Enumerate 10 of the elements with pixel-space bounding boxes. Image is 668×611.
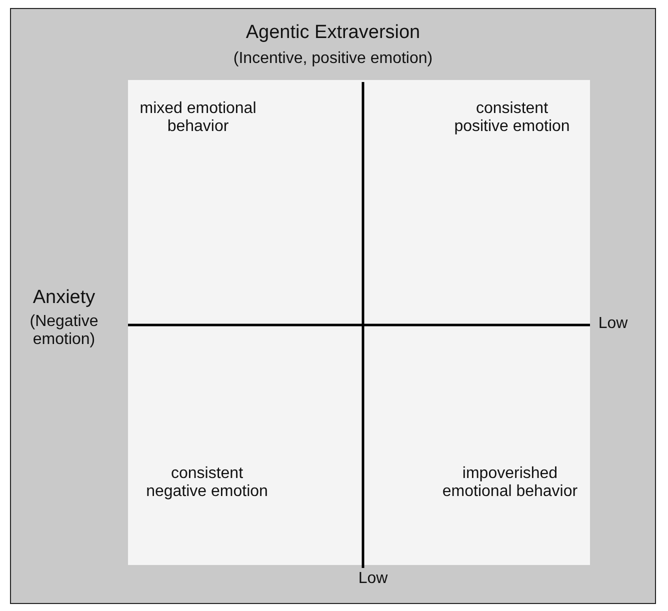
axis-subtitle: (Negative emotion): [28, 313, 100, 350]
axis-end-label: Low: [597, 315, 629, 334]
quadrant-label: consistent positive emotion: [453, 100, 571, 137]
quadrant-label: mixed emotional behavior: [138, 100, 258, 137]
quadrant-label: impoverished emotional behavior: [441, 465, 579, 502]
axis-subtitle: (Incentive, positive emotion): [232, 50, 434, 68]
axis-title: Anxiety: [32, 287, 96, 309]
axis-end-label: Low: [357, 570, 389, 588]
axis-title: Agentic Extraversion: [244, 22, 422, 44]
quadrant-label: consistent negative emotion: [145, 465, 269, 502]
